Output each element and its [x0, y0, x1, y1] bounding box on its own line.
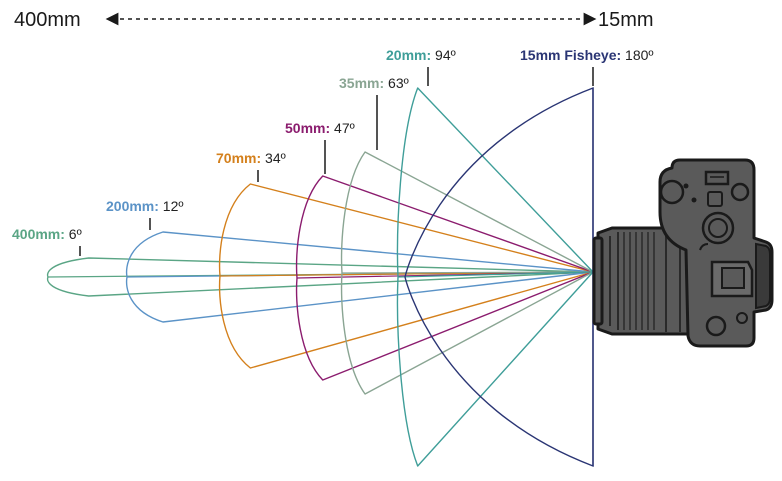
lens-focal-6: 400mm: [12, 226, 65, 242]
lens-angle-94: 94º [431, 47, 456, 63]
mirrorless-camera-icon [592, 158, 774, 348]
lens-angle-34: 34º [261, 150, 286, 166]
lens-label-180: 15mm Fisheye: 180º [520, 47, 654, 63]
fov-cone-94 [396, 87, 594, 467]
lens-label-6: 400mm: 6º [12, 226, 82, 242]
lens-label-94: 20mm: 94º [386, 47, 456, 63]
fov-centerline-94 [397, 271, 594, 278]
lens-focal-47: 50mm: [285, 120, 330, 136]
lens-focal-63: 35mm: [339, 75, 384, 91]
fov-cone-180 [404, 86, 594, 468]
fov-cones [46, 86, 594, 468]
lens-label-47: 50mm: 47º [285, 120, 355, 136]
lens-angle-47: 47º [330, 120, 355, 136]
lens-angle-180: 180º [621, 47, 653, 63]
scale-right-label: 15mm [598, 9, 654, 31]
lens-angle-63: 63º [384, 75, 409, 91]
fov-centerline-63 [341, 271, 594, 274]
lens-angle-12: 12º [159, 198, 184, 214]
lens-focal-12: 200mm: [106, 198, 159, 214]
lens-focal-94: 20mm: [386, 47, 431, 63]
fov-cone-63 [340, 151, 594, 395]
lens-focal-180: 15mm Fisheye: [520, 47, 621, 63]
scale-left-label: 400mm [14, 9, 81, 31]
lens-label-12: 200mm: 12º [106, 198, 184, 214]
fov-arc-180 [404, 86, 594, 468]
lens-label-63: 35mm: 63º [339, 75, 409, 91]
lens-focal-34: 70mm: [216, 150, 261, 166]
lens-label-34: 70mm: 34º [216, 150, 286, 166]
lens-angle-6: 6º [65, 226, 82, 242]
fov-labels: 400mm: 6º 200mm: 12º 70mm: 34º 50mm: 47º 35m… [12, 47, 654, 256]
